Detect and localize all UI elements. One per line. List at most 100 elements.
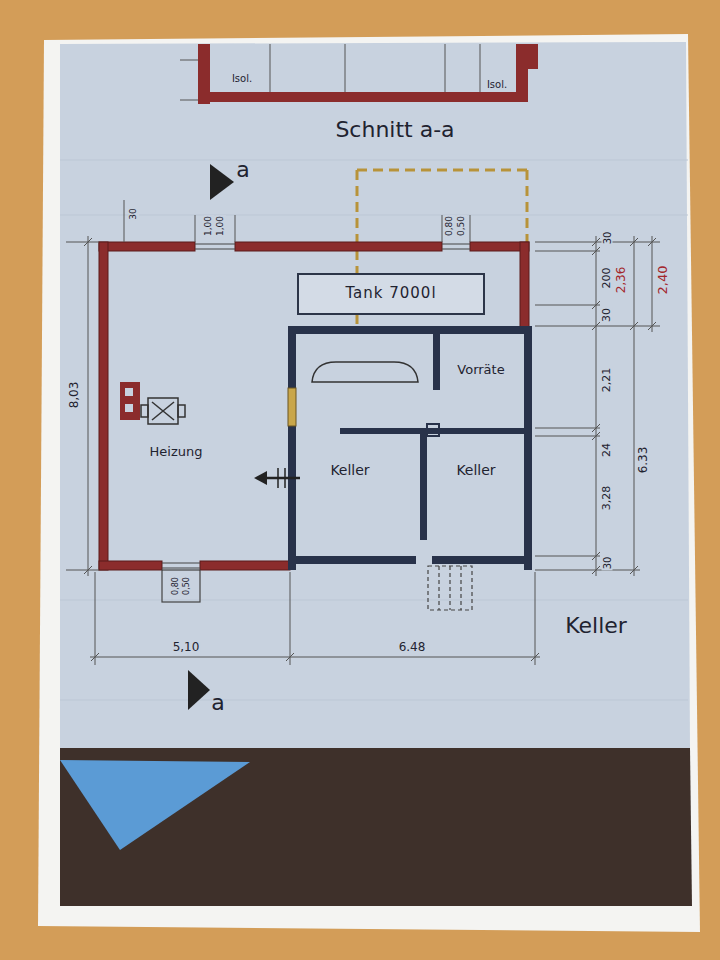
extension-line [535,242,660,243]
extension-line [535,326,660,327]
dimension-label: 30 [129,207,139,220]
note-label: Isol. [486,79,508,90]
note-label: Isol. [231,73,253,84]
stair-tread [284,468,286,488]
window-line [195,244,235,245]
dimension-label: 200 [601,267,613,290]
section-walls [198,44,538,104]
chimney-flue [125,404,133,412]
section-mark-label: a [210,691,225,715]
dashed-line [357,169,527,172]
extension-line [124,200,125,242]
wall [235,242,442,251]
wall [432,556,532,564]
column [427,424,439,436]
section-title: Schnitt a-a [334,118,455,142]
wall [99,242,108,570]
wall [433,334,440,390]
chimney-flue [125,388,133,396]
dimension-tick [630,566,638,574]
dimension-tick [592,322,600,330]
extension-line [235,215,236,242]
light-shaft [428,566,472,610]
shaft-line [460,566,461,610]
section-line [480,44,481,92]
dimension-tick [648,238,656,246]
storage-room: Vorräte [442,340,520,400]
chimney [120,382,140,420]
wall [200,561,290,570]
shaft-outline [428,566,472,610]
room-label: Heizung [149,445,204,459]
wall [288,326,532,334]
dimension-tick [648,322,656,330]
tank-box: Tank 7000l [297,273,485,315]
inner-walls [288,326,532,570]
extension-line [290,572,291,665]
extension-line [535,251,600,252]
stair-tread [277,468,279,488]
extension-line [535,436,600,437]
wall [99,242,195,251]
extension-line [535,570,640,571]
dimension-tick [592,247,600,255]
section-line [180,60,198,61]
dimension-label: 2,40 [656,265,670,296]
heater-cross [152,402,174,420]
ruled-line [60,700,688,701]
dimension-tick [592,301,600,309]
dimension-label: 8,03 [68,381,81,410]
section-line [445,44,446,92]
room-label: Vorräte [457,363,504,378]
window-line [162,563,200,564]
extension-line [66,570,99,571]
dimension-label: 2,21 [601,367,613,394]
wall [340,428,530,434]
extension-line [535,556,600,557]
dimension-label: 6.48 [398,641,427,654]
door [288,388,296,426]
dimension-label: 30 [602,231,613,246]
ruled-lines [60,160,688,700]
dimension-label: 24 [601,442,613,458]
window-well [162,570,200,602]
dimension-label: 0,80 [445,215,455,237]
dimension-line [634,236,635,576]
extension-line [470,215,471,242]
extension-line [535,572,536,665]
heater-pipe [141,405,148,417]
section-line [180,100,198,101]
dimension-line [652,236,653,332]
heater-symbol [141,398,185,424]
ruled-line [60,160,688,161]
section-line [270,44,271,92]
dimension-tick [592,238,600,246]
dimension-tick [592,566,600,574]
section-line [345,44,346,92]
stair-arrow [262,468,300,488]
wall [524,326,532,570]
dimension-tick [592,552,600,560]
dimension-label: 5,10 [172,641,201,654]
dimension-label: 2,36 [615,266,628,295]
dimension-tick [630,322,638,330]
wall [288,426,296,570]
window-line [162,568,200,569]
dimension-tick [592,424,600,432]
tank-label: Tank 7000l [345,285,436,302]
dimension-tick [592,432,600,440]
wall [528,44,538,69]
window-line [442,249,470,250]
dimension-label: 3,28 [601,485,613,512]
wood-photo [60,748,692,906]
window-line [195,249,235,250]
heater-pipe [178,405,185,417]
section-mark-label: a [235,158,250,182]
print-area [60,42,690,748]
extension-line [535,305,600,306]
extension-line [95,572,96,665]
extension-line [535,428,600,429]
paper-sheet [38,34,700,932]
wall [99,561,162,570]
